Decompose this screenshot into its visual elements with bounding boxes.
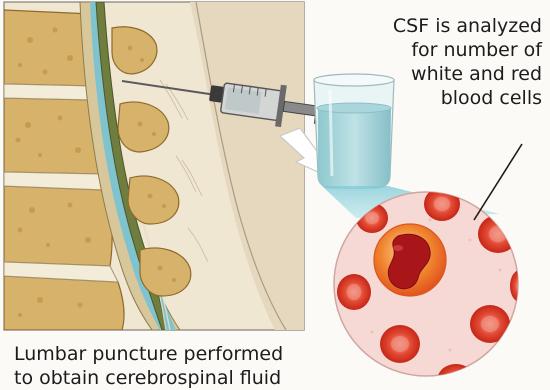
red-blood-cell bbox=[337, 274, 371, 310]
white-blood-cell bbox=[374, 224, 446, 296]
red-blood-cell bbox=[470, 305, 510, 343]
analysis-caption: CSF is analyzed for number of white and … bbox=[360, 14, 542, 110]
red-blood-cell bbox=[478, 215, 518, 253]
red-blood-cell bbox=[424, 187, 460, 221]
csf-sample bbox=[318, 108, 391, 188]
analysis-caption-line: for number of bbox=[360, 38, 542, 62]
red-blood-cell bbox=[510, 270, 530, 302]
spine-illustration bbox=[4, 2, 304, 330]
red-blood-cell bbox=[380, 325, 420, 363]
analysis-caption-line: CSF is analyzed bbox=[360, 14, 542, 38]
procedure-caption: Lumbar puncture performed to obtain cere… bbox=[14, 342, 344, 390]
magnified-cells-view bbox=[334, 187, 530, 388]
analysis-caption-line: white and red bbox=[360, 62, 542, 86]
analysis-caption-line: blood cells bbox=[360, 86, 542, 110]
procedure-caption-line: Lumbar puncture performed bbox=[14, 342, 344, 366]
callout-pointer bbox=[474, 144, 522, 220]
procedure-caption-line: to obtain cerebrospinal fluid bbox=[14, 366, 344, 390]
